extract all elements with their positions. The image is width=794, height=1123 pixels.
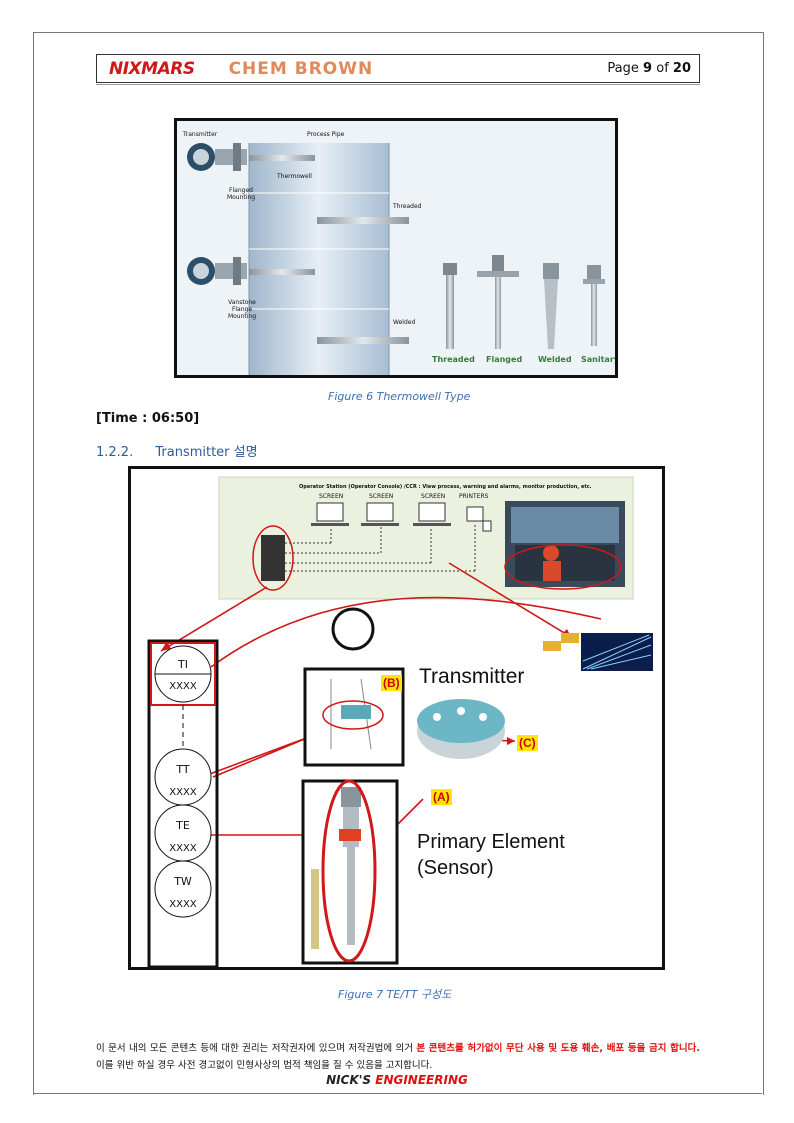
time-note: [Time : 06:50] xyxy=(96,411,200,426)
figure6-caption: Figure 6 Thermowell Type xyxy=(328,390,471,403)
screen-label-3: SCREEN xyxy=(421,493,446,500)
printers-label: PRINTERS xyxy=(459,493,489,500)
bubble-tt-tag: TT xyxy=(176,763,190,776)
bubble-te-num: XXXX xyxy=(169,843,197,854)
type-flanged: Flanged xyxy=(486,355,523,364)
bubble-tw-tag: TW xyxy=(174,875,192,888)
screen-label-1: SCREEN xyxy=(319,493,344,500)
bubble-ti-tag: TI xyxy=(178,658,188,671)
type-welded: Welded xyxy=(538,355,572,364)
thermowell-illustration xyxy=(177,121,615,375)
page-header: NIXMARS CHEM BROWN Page 9 of 20 xyxy=(96,54,700,83)
transmitter-label: Transmitter xyxy=(419,665,525,688)
chem-brown-logo: CHEM BROWN xyxy=(228,58,374,79)
header-divider xyxy=(96,84,700,85)
type-threaded: Threaded xyxy=(432,355,475,364)
screen-label-2: SCREEN xyxy=(369,493,394,500)
figure-te-tt-diagram: Operator Station (Operator Console) /CCR… xyxy=(128,466,665,970)
page-frame xyxy=(33,32,764,1095)
section-heading: 1.2.2. Transmitter 설명 xyxy=(96,441,258,460)
copyright-disclaimer: 이 문서 내의 모든 콘텐츠 등에 대한 권리는 저작권자에 있으며 저작권법에… xyxy=(96,1043,700,1071)
label-thermowell: Thermowell xyxy=(277,173,312,180)
label-vanstone: Vanstone Flange Mounting xyxy=(227,299,257,320)
primary-element-label: Primary Element xyxy=(417,831,565,853)
label-flanged-mounting: Flanged Mounting xyxy=(226,187,256,201)
type-sanitary: Sanitary xyxy=(581,355,618,364)
figure7-caption: Figure 7 TE/TT 구성도 xyxy=(338,988,452,1001)
section-title: Transmitter 설명 xyxy=(155,445,258,460)
tag-b: (B) xyxy=(381,675,402,691)
tag-c: (C) xyxy=(517,735,538,751)
console-title: Operator Station (Operator Console) /CCR… xyxy=(299,484,592,490)
figure-thermowell-types: Transmitter Process Pipe Thermowell Flan… xyxy=(174,118,618,378)
page-number: Page 9 of 20 xyxy=(607,61,691,76)
bubble-ti-num: XXXX xyxy=(169,681,197,692)
nixmars-logo: NIXMARS xyxy=(109,58,195,79)
footer-brand: NICK'S ENGINEERING xyxy=(326,1073,468,1087)
te-tt-illustration xyxy=(147,476,653,967)
footer-divider xyxy=(33,1093,762,1094)
bubble-te-tag: TE xyxy=(176,819,190,832)
tag-a: (A) xyxy=(431,789,452,805)
label-welded: Welded xyxy=(393,319,416,326)
label-threaded: Threaded xyxy=(393,203,422,210)
label-transmitter: Transmitter xyxy=(183,131,218,138)
label-process-pipe: Process Pipe xyxy=(307,131,345,138)
bubble-tw-num: XXXX xyxy=(169,899,197,910)
bubble-tt-num: XXXX xyxy=(169,787,197,798)
sensor-label: (Sensor) xyxy=(417,857,494,879)
section-number: 1.2.2. xyxy=(96,445,134,460)
